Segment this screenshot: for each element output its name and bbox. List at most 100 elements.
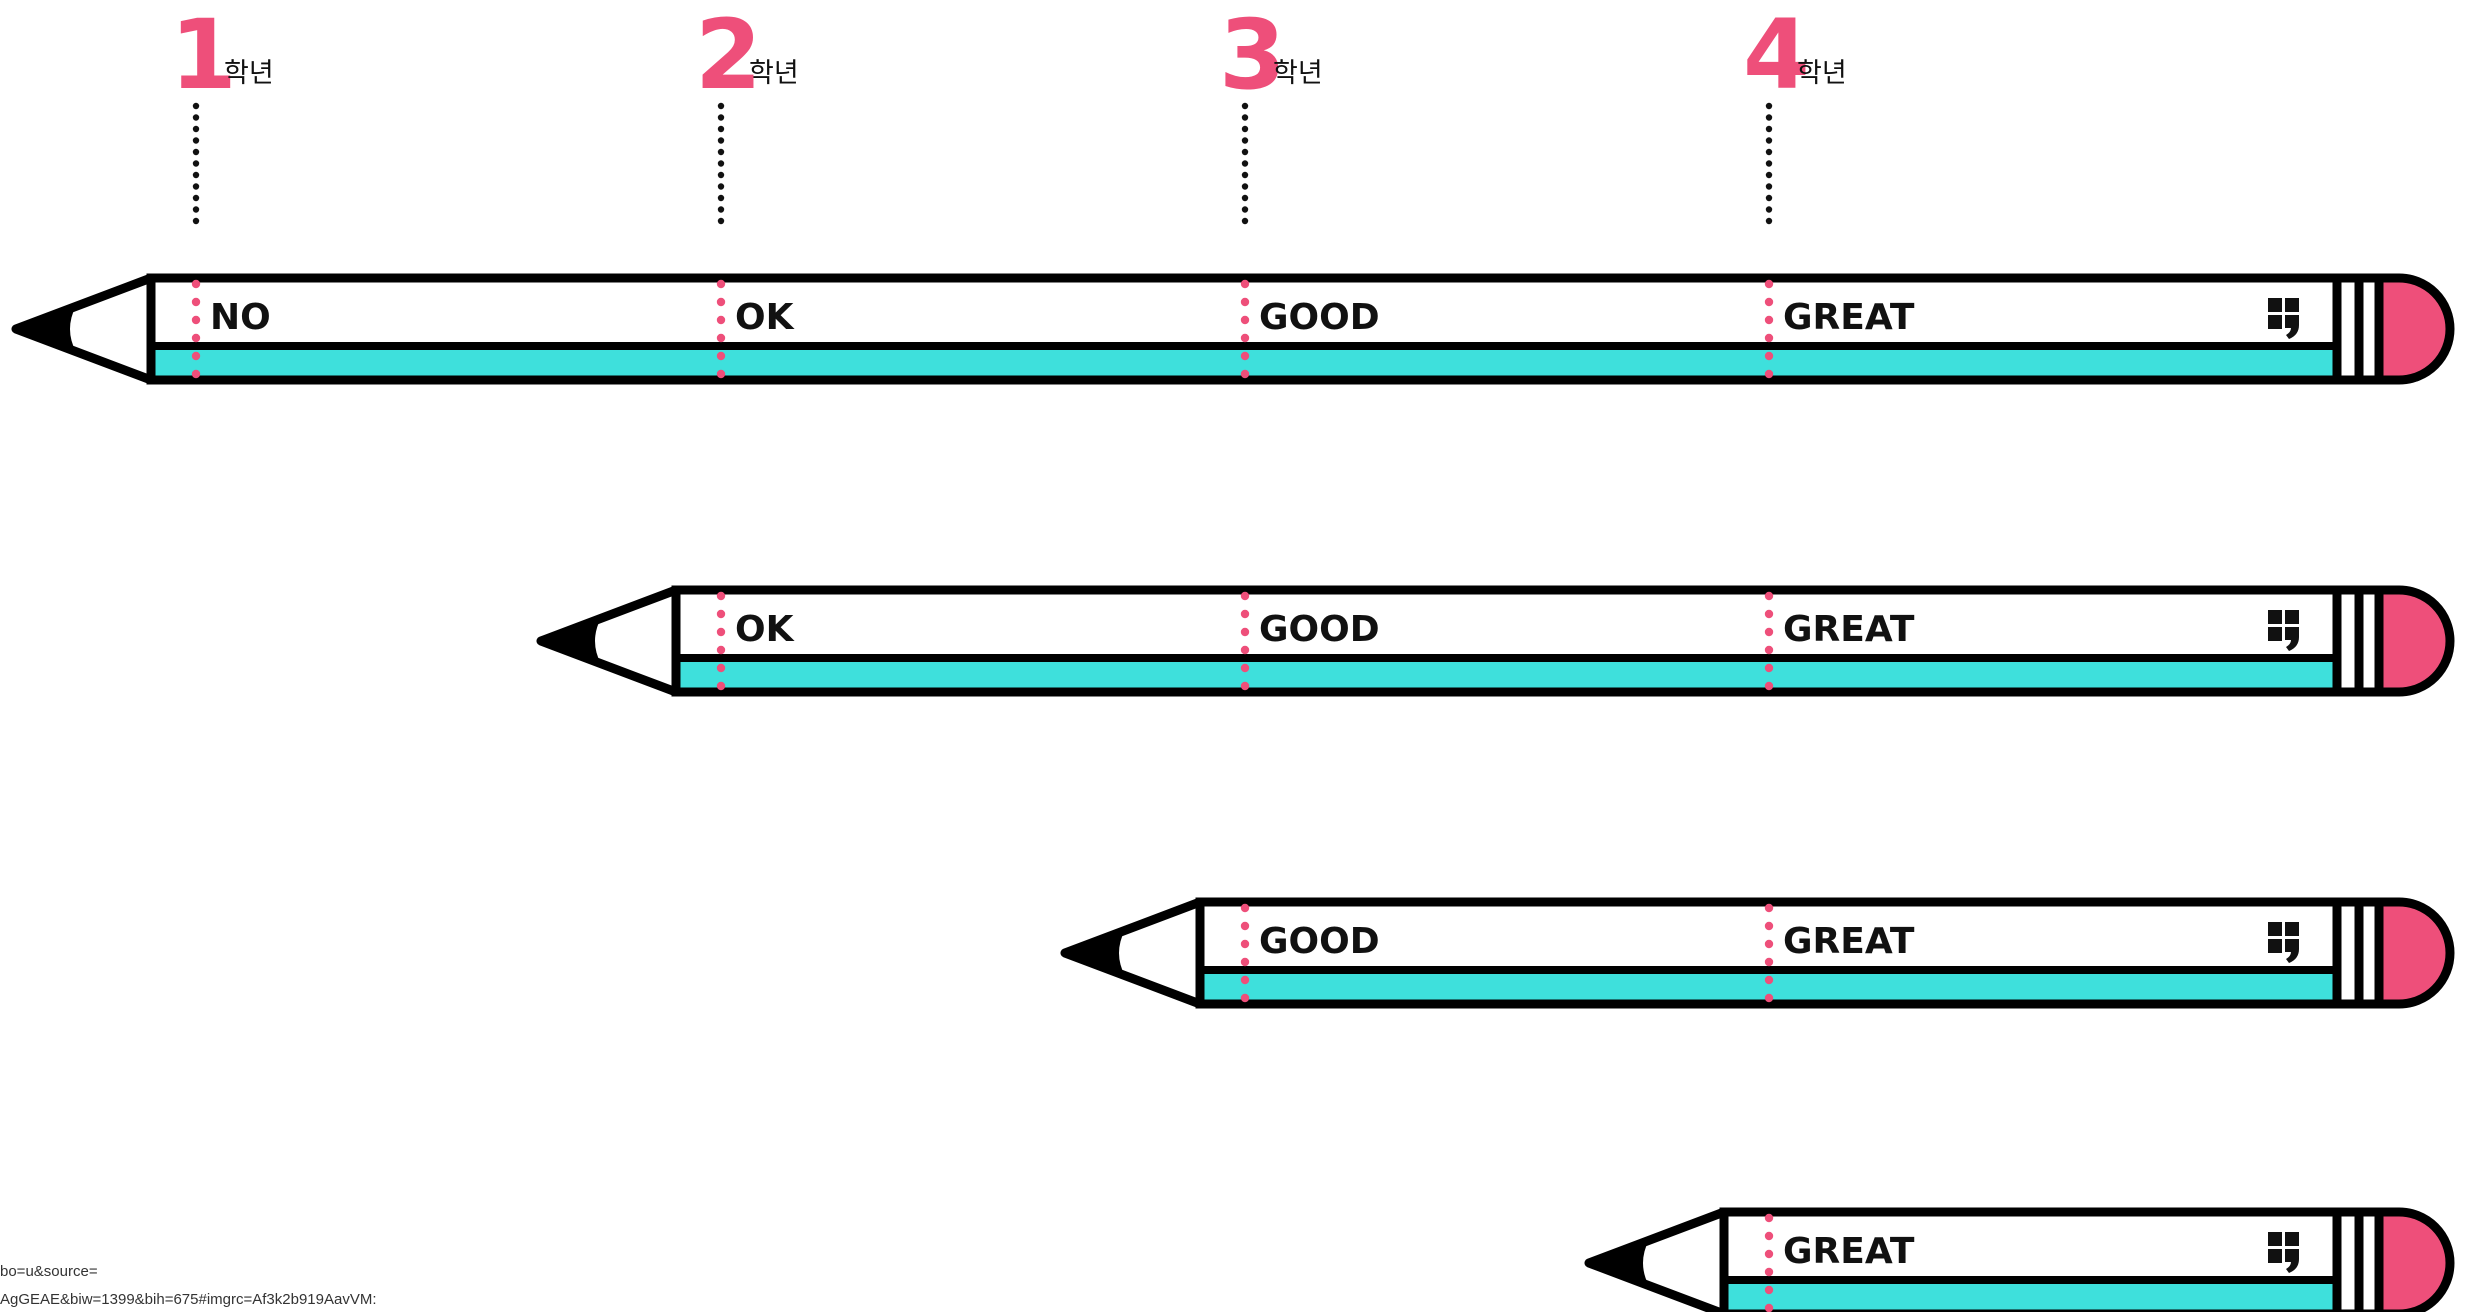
pink-divider-dot	[716, 315, 726, 325]
grade-header-3: 3학년	[1219, 0, 1323, 225]
eraser	[2374, 897, 2455, 1009]
pink-divider-dot	[1240, 315, 1250, 325]
guide-dot	[192, 194, 200, 202]
guide-dot	[717, 160, 725, 167]
pencil-label: GREAT	[1783, 1231, 1915, 1272]
pink-divider-dot	[1764, 993, 1774, 1003]
eraser	[2374, 273, 2455, 385]
guide-dot	[1765, 194, 1773, 202]
guide-dot	[192, 102, 200, 110]
pink-divider-dot	[1764, 333, 1774, 343]
pink-divider-dot	[1764, 903, 1774, 913]
eraser	[2374, 1207, 2455, 1312]
guide-dot	[717, 137, 725, 144]
guide-dot	[717, 194, 725, 202]
pink-divider-dot	[1240, 333, 1250, 343]
pink-divider-dot	[1764, 609, 1774, 619]
guide-dot	[1241, 206, 1249, 213]
guide-dot	[192, 217, 200, 225]
guide-dot	[1765, 148, 1773, 156]
pink-divider-dot	[191, 279, 201, 289]
pink-divider-dot	[191, 369, 201, 379]
guide-dot	[192, 125, 200, 133]
guide-dot	[192, 160, 200, 167]
guide-dot	[717, 217, 725, 225]
guide-dot	[717, 102, 725, 110]
pink-divider-dot	[1240, 351, 1250, 361]
guide-dot	[1765, 137, 1773, 144]
guide-dot	[1765, 114, 1773, 121]
pink-divider-dot	[1240, 681, 1250, 691]
pink-divider-dot	[1764, 315, 1774, 325]
grade-number: 1	[170, 0, 237, 111]
pink-divider-dot	[1764, 1285, 1774, 1295]
teal-stripe	[1724, 1280, 2337, 1312]
pink-divider-dot	[1764, 663, 1774, 673]
pink-divider-dot	[1764, 1267, 1774, 1277]
guide-dot	[1765, 171, 1773, 179]
guide-dot	[192, 114, 200, 121]
pink-divider-dot	[1764, 591, 1774, 601]
grade-suffix: 학년	[749, 58, 799, 89]
pink-divider-dot	[1240, 645, 1250, 655]
pink-divider-dot	[1764, 1231, 1774, 1241]
pencil-label: GOOD	[1259, 609, 1380, 650]
pencil-label: GREAT	[1783, 921, 1915, 962]
pink-divider-dot	[1764, 975, 1774, 985]
pink-divider-dot	[1764, 921, 1774, 931]
grade-number: 3	[1219, 0, 1286, 111]
pink-divider-dot	[716, 279, 726, 289]
guide-dot	[1241, 102, 1249, 110]
grade-suffix: 학년	[1797, 58, 1847, 89]
pencil-tip	[1060, 897, 1205, 1009]
guide-dot	[717, 148, 725, 156]
pink-divider-dot	[1764, 681, 1774, 691]
pink-divider-dot	[716, 369, 726, 379]
guide-dot	[1241, 125, 1249, 133]
grade-suffix: 학년	[224, 58, 274, 89]
grade-number: 4	[1743, 0, 1810, 111]
pink-divider-dot	[716, 333, 726, 343]
teal-stripe	[676, 658, 2337, 692]
grade-suffix: 학년	[1273, 58, 1323, 89]
pencil-label: NO	[210, 297, 271, 338]
pink-divider-dot	[1764, 939, 1774, 949]
grade-header-4: 4학년	[1743, 0, 1847, 225]
guide-dot	[1765, 102, 1773, 110]
grade-header-1: 1학년	[170, 0, 274, 225]
guide-dot	[192, 137, 200, 144]
pink-divider-dot	[716, 297, 726, 307]
quote-logo-icon	[2268, 922, 2299, 963]
guide-dot	[1765, 206, 1773, 213]
pencil-4: GREAT	[1584, 1207, 2455, 1312]
guide-dot	[717, 206, 725, 213]
graphite-tip	[537, 618, 601, 664]
pink-divider-dot	[191, 351, 201, 361]
pencil-label: GREAT	[1783, 609, 1915, 650]
pink-divider-dot	[1240, 993, 1250, 1003]
guide-dot	[1241, 137, 1249, 144]
pink-divider-dot	[1240, 591, 1250, 601]
pink-divider-dot	[191, 297, 201, 307]
pink-divider-dot	[1764, 369, 1774, 379]
guide-dot	[1765, 160, 1773, 167]
pink-divider-dot	[1764, 351, 1774, 361]
grade-number: 2	[695, 0, 762, 111]
pink-divider-dot	[1764, 957, 1774, 967]
url-line-2: AgGEAE&biw=1399&bih=675#imgrc=Af3k2b919A…	[0, 1291, 377, 1308]
eraser	[2374, 585, 2455, 697]
pink-divider-dot	[1764, 297, 1774, 307]
pencil-label: OK	[735, 297, 795, 338]
url-line-1: bo=u&source=	[0, 1263, 98, 1280]
guide-dot	[192, 206, 200, 213]
quote-logo-icon	[2268, 610, 2299, 651]
graphite-tip	[12, 306, 76, 352]
pink-divider-dot	[1240, 369, 1250, 379]
guide-dot	[717, 183, 725, 190]
guide-dot	[1765, 217, 1773, 225]
